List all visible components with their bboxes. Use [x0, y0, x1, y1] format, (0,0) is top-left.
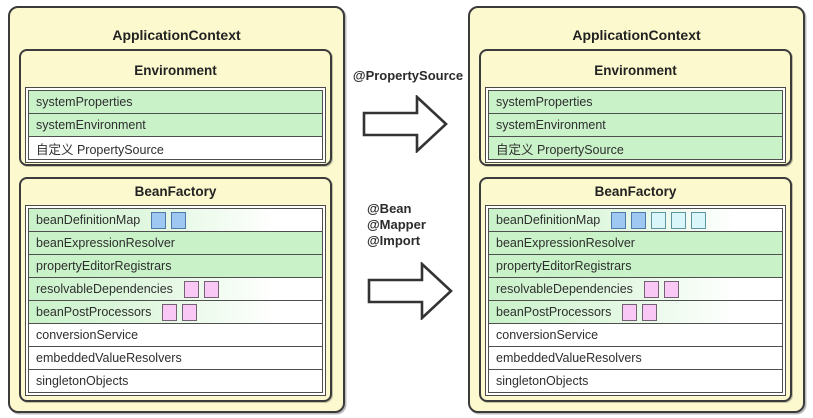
bean-factory-box: BeanFactory beanDefinitionMap beanExpres… [479, 177, 792, 402]
row-label: resolvableDependencies [36, 282, 173, 296]
environment-title: Environment [134, 63, 217, 78]
row-custom-property-source: 自定义 PropertySource [488, 136, 783, 160]
row-systemEnvironment: systemEnvironment [28, 113, 323, 137]
bean-chips [622, 303, 658, 321]
row-label: singletonObjects [496, 374, 589, 388]
row-label: conversionService [496, 328, 599, 342]
row-singletonObjects: singletonObjects [28, 369, 323, 393]
row-label: beanPostProcessors [496, 305, 612, 319]
bean-chips [643, 280, 679, 298]
row-label: beanDefinitionMap [36, 213, 141, 227]
row-label: beanDefinitionMap [496, 213, 601, 227]
row-propertyEditorRegistrars: propertyEditorRegistrars [488, 254, 783, 278]
annotation-import: @Import [367, 233, 421, 248]
environment-rows: systemProperties systemEnvironment 自定义 P… [485, 87, 786, 163]
application-context-title: ApplicationContext [572, 27, 701, 43]
pink-bean-chip [643, 280, 659, 298]
blue-bean-chip [631, 211, 647, 229]
row-conversionService: conversionService [28, 323, 323, 347]
row-beanExpressionResolver: beanExpressionResolver [28, 231, 323, 255]
row-systemEnvironment: systemEnvironment [488, 113, 783, 137]
bean-chips [611, 211, 707, 229]
row-label: beanExpressionResolver [36, 236, 175, 250]
environment-title: Environment [594, 63, 677, 78]
row-label: systemProperties [496, 95, 593, 109]
blue-bean-chip [151, 211, 167, 229]
blue-bean-chip [171, 211, 187, 229]
row-label: beanPostProcessors [36, 305, 152, 319]
row-systemProperties: systemProperties [28, 90, 323, 114]
bean-factory-box: BeanFactory beanDefinitionMap beanExpres… [19, 177, 332, 402]
pink-bean-chip [182, 303, 198, 321]
row-label: singletonObjects [36, 374, 129, 388]
row-label: embeddedValueResolvers [36, 351, 182, 365]
row-systemProperties: systemProperties [488, 90, 783, 114]
bean-chips [151, 211, 187, 229]
bean-factory-rows: beanDefinitionMap beanExpressionResolver… [25, 205, 326, 396]
row-beanPostProcessors: beanPostProcessors [488, 300, 783, 324]
environment-box: Environment systemProperties systemEnvir… [19, 49, 332, 166]
right-arrow-icon [362, 95, 448, 153]
row-singletonObjects: singletonObjects [488, 369, 783, 393]
pink-bean-chip [203, 280, 219, 298]
pink-bean-chip [642, 303, 658, 321]
row-label: systemEnvironment [36, 118, 146, 132]
pink-bean-chip [622, 303, 638, 321]
pink-bean-chip [162, 303, 178, 321]
row-resolvableDependencies: resolvableDependencies [28, 277, 323, 301]
bean-factory-rows: beanDefinitionMap beanExpressionResolver… [485, 205, 786, 396]
pink-bean-chip [663, 280, 679, 298]
bean-factory-title: BeanFactory [594, 184, 677, 199]
annotation-property-source: @PropertySource [352, 68, 464, 83]
row-label: 自定义 PropertySource [496, 142, 624, 157]
bean-chips [183, 280, 219, 298]
row-conversionService: conversionService [488, 323, 783, 347]
row-propertyEditorRegistrars: propertyEditorRegistrars [28, 254, 323, 278]
pink-bean-chip [183, 280, 199, 298]
bean-chips [162, 303, 198, 321]
row-label: systemEnvironment [496, 118, 606, 132]
row-beanDefinitionMap: beanDefinitionMap [28, 208, 323, 232]
annotation-bean-mapper-import: @Bean @Mapper @Import [367, 201, 426, 249]
environment-box: Environment systemProperties systemEnvir… [479, 49, 792, 166]
application-context-after: ApplicationContext Environment systemPro… [468, 6, 805, 413]
row-label: beanExpressionResolver [496, 236, 635, 250]
row-label: 自定义 PropertySource [36, 142, 164, 157]
row-custom-property-source: 自定义 PropertySource [28, 136, 323, 160]
row-label: conversionService [36, 328, 139, 342]
cyan-bean-chip [671, 211, 687, 229]
cyan-bean-chip [651, 211, 667, 229]
annotation-mapper: @Mapper [367, 217, 426, 232]
application-context-before: ApplicationContext Environment systemPro… [8, 6, 345, 413]
cyan-bean-chip [691, 211, 707, 229]
application-context-title: ApplicationContext [112, 27, 241, 43]
environment-rows: systemProperties systemEnvironment 自定义 P… [25, 87, 326, 163]
row-label: embeddedValueResolvers [496, 351, 642, 365]
row-label: systemProperties [36, 95, 133, 109]
bean-factory-title: BeanFactory [134, 184, 217, 199]
right-arrow-icon [367, 262, 453, 320]
row-beanPostProcessors: beanPostProcessors [28, 300, 323, 324]
annotation-bean: @Bean [367, 201, 412, 216]
row-label: propertyEditorRegistrars [496, 259, 632, 273]
row-label: resolvableDependencies [496, 282, 633, 296]
row-beanExpressionResolver: beanExpressionResolver [488, 231, 783, 255]
row-embeddedValueResolvers: embeddedValueResolvers [28, 346, 323, 370]
row-resolvableDependencies: resolvableDependencies [488, 277, 783, 301]
row-beanDefinitionMap: beanDefinitionMap [488, 208, 783, 232]
blue-bean-chip [611, 211, 627, 229]
row-embeddedValueResolvers: embeddedValueResolvers [488, 346, 783, 370]
row-label: propertyEditorRegistrars [36, 259, 172, 273]
